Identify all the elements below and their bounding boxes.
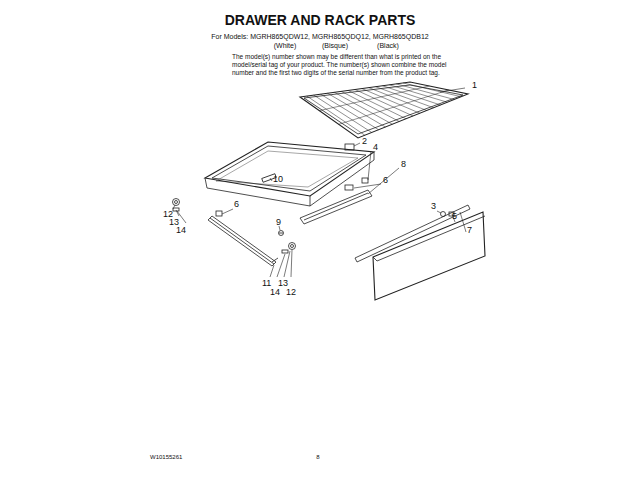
callout-number: 3 bbox=[431, 202, 436, 211]
callout-number: 6 bbox=[234, 200, 239, 209]
callout-number: 9 bbox=[276, 218, 281, 227]
drawer-slide bbox=[208, 211, 276, 266]
callout-number: 11 bbox=[262, 279, 271, 288]
drawer-trim bbox=[355, 205, 470, 262]
callout-number: 6 bbox=[383, 176, 388, 185]
color-name: (Black) bbox=[377, 42, 399, 49]
callout-number: 8 bbox=[401, 160, 406, 169]
callout-number: 5 bbox=[452, 212, 457, 221]
drawer-slide bbox=[300, 178, 372, 224]
callout-number: 2 bbox=[362, 137, 367, 146]
screw bbox=[279, 231, 284, 236]
page-title: DRAWER AND RACK PARTS bbox=[225, 13, 416, 27]
drawer-pan bbox=[205, 142, 374, 206]
callout-number: 13 bbox=[278, 279, 288, 288]
callout-number: 7 bbox=[467, 226, 472, 235]
callout-number: 4 bbox=[373, 143, 378, 152]
callout-number: 14 bbox=[176, 226, 186, 235]
callout-number: 12 bbox=[286, 288, 296, 297]
page-number: 8 bbox=[316, 454, 319, 460]
document-number: W10155261 bbox=[150, 454, 182, 460]
callout-number: 14 bbox=[270, 288, 280, 297]
callout-number: 1 bbox=[472, 81, 477, 90]
oven-rack bbox=[300, 82, 468, 138]
note-text: The model(s) number shown may be differe… bbox=[232, 53, 456, 77]
roller-hardware bbox=[173, 199, 180, 212]
leader-lines bbox=[173, 88, 466, 277]
callout-number: 10 bbox=[273, 175, 283, 184]
drawer-front bbox=[373, 212, 485, 300]
model-list: For Models: MGRH865QDW12, MGRH865QDQ12, … bbox=[211, 33, 428, 40]
color-name: (White) bbox=[274, 42, 297, 49]
color-name: (Bisque) bbox=[322, 42, 348, 49]
